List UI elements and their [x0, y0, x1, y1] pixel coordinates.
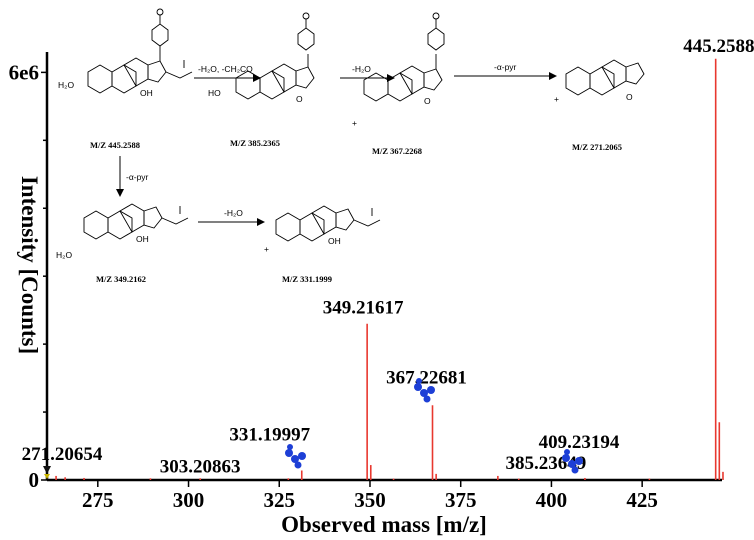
fragmentation-scheme: H₂O OH M/Z 445.2588 HO O M/Z 385.2365 + … [56, 8, 645, 284]
structure-385: HO O [208, 12, 315, 104]
peak-label: 303.20863 [160, 456, 241, 477]
molecule-icon-331 [285, 444, 306, 469]
x-axis-title: Observed mass [m/z] [281, 512, 487, 537]
structure-445-label: M/Z 445.2588 [90, 140, 140, 150]
axes [45, 52, 722, 482]
x-tick-label: 325 [264, 488, 296, 512]
peak-label: 367.22681 [386, 367, 467, 388]
y-tick-label: 6e6 [9, 60, 39, 84]
svg-text:HO: HO [208, 88, 221, 98]
y-tick-label: 0 [29, 468, 40, 492]
svg-text:OH: OH [328, 236, 341, 246]
x-tick-label: 300 [173, 488, 205, 512]
arrow-445-to-349-label: -α-pyr [126, 172, 149, 182]
peak-group [55, 58, 724, 480]
molecule-icon-409 [562, 449, 583, 474]
svg-text:O: O [424, 96, 431, 106]
tick-group: 275 300 325 350 375 400 425 0 6e6 [9, 60, 658, 512]
x-tick-label: 425 [626, 488, 658, 512]
peak-label: 445.25882 [683, 36, 754, 57]
peak-label-group: 445.25882349.21617367.22681331.19997385.… [22, 36, 754, 478]
svg-text:O: O [626, 92, 633, 102]
peak-label: 271.20654 [22, 444, 103, 465]
x-tick-label: 375 [445, 488, 477, 512]
structure-349-label: M/Z 349.2162 [96, 274, 146, 284]
arrow-445-to-385-label: -H₂O, -CH₂CO [198, 64, 253, 74]
structure-331: + OH [264, 205, 381, 254]
origin-marker-accent [44, 474, 50, 479]
structure-271-label: M/Z 271.2065 [572, 142, 622, 152]
svg-text:O: O [296, 94, 303, 104]
svg-text:H₂O: H₂O [58, 80, 74, 90]
structure-385-label: M/Z 385.2365 [230, 138, 280, 148]
y-axis-title: Intensity [Counts] [17, 176, 42, 354]
svg-text:+: + [554, 94, 559, 104]
structure-367: + O [352, 12, 445, 128]
svg-text:H₂O: H₂O [56, 250, 72, 260]
structure-367-label: M/Z 367.2268 [372, 146, 422, 156]
structure-331-label: M/Z 331.1999 [282, 274, 332, 284]
x-tick-label: 275 [82, 488, 114, 512]
svg-text:+: + [264, 244, 269, 254]
x-tick-label: 400 [536, 488, 568, 512]
structure-271: + O [554, 59, 645, 104]
svg-text:OH: OH [136, 234, 149, 244]
origin-marker [43, 466, 51, 474]
x-tick-label: 350 [354, 488, 386, 512]
svg-text:OH: OH [140, 88, 153, 98]
arrow-367-to-271-label: -α-pyr [494, 62, 517, 72]
arrow-385-to-367-label: -H₂O [352, 64, 371, 74]
peak-label: 349.21617 [323, 298, 404, 319]
peak-label: 409.23194 [539, 432, 620, 453]
structure-445: H₂O OH [58, 8, 193, 98]
peak-label: 331.19997 [229, 424, 310, 445]
molecule-icon-367 [414, 378, 435, 403]
arrow-349-to-331-label: -H₂O [224, 208, 243, 218]
svg-text:+: + [352, 118, 357, 128]
structure-349: H₂O OH [56, 203, 189, 260]
